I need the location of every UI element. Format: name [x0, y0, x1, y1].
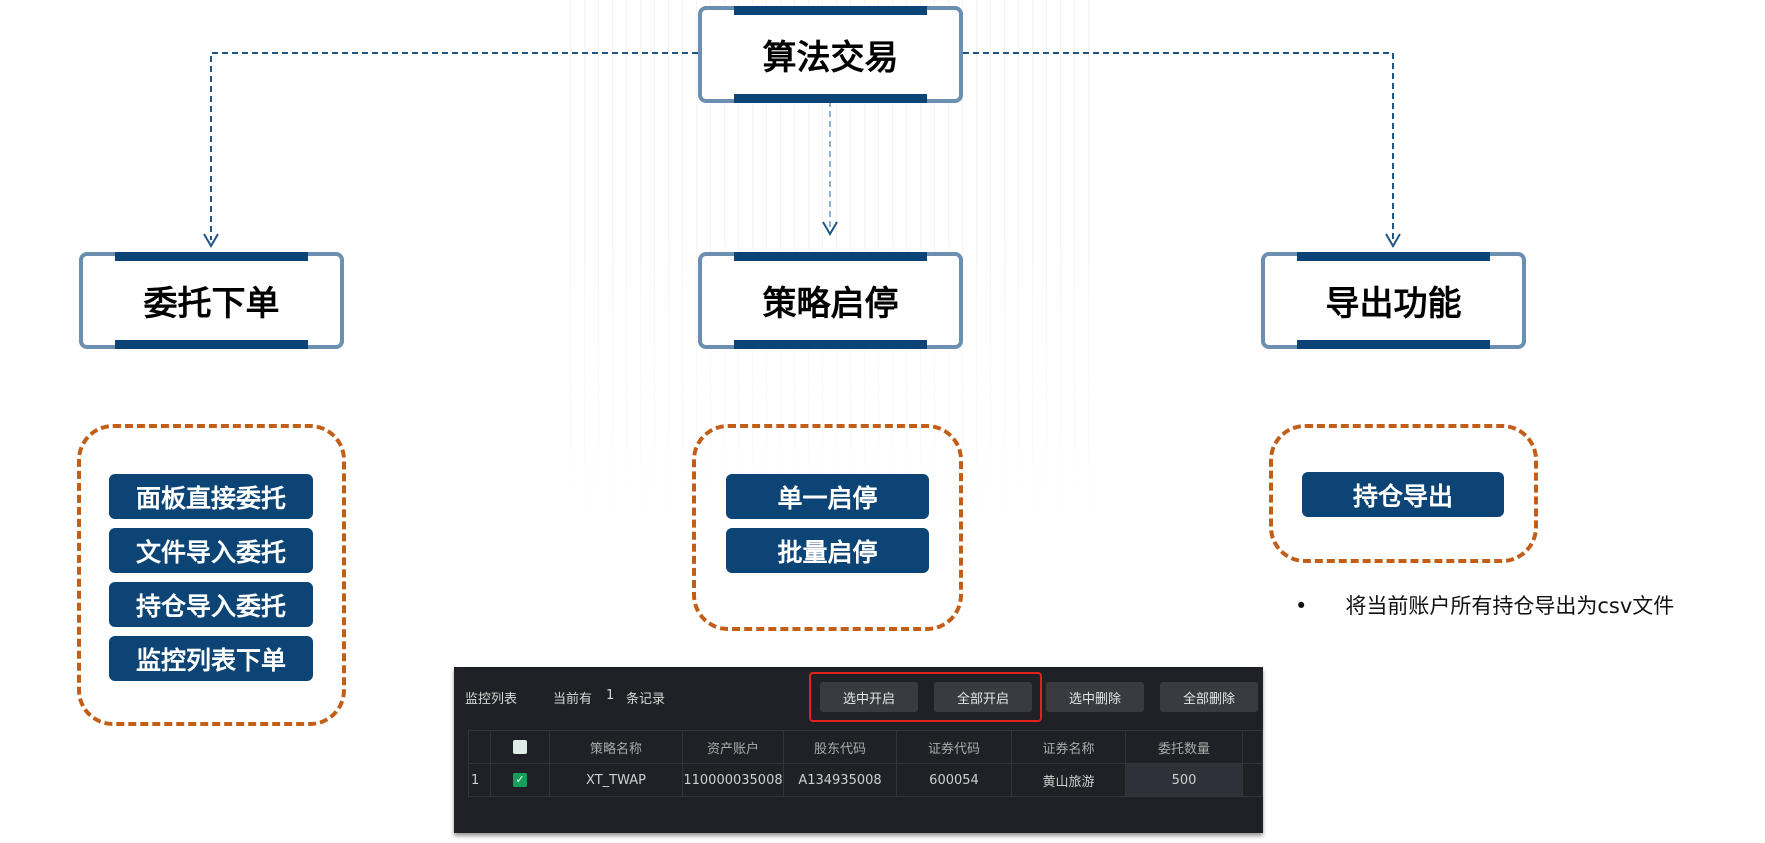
monitor-table: 策略名称 资产账户 股东代码 证券代码 证券名称 委托数量 1 ✓ XT_TWA…	[468, 730, 1263, 828]
pill-file-import-order: 文件导入委托	[109, 528, 313, 573]
arrow-left-icon	[203, 233, 219, 248]
order-group	[77, 424, 346, 726]
monitor-list-panel: 监控列表 当前有 1 条记录 选中开启 全部开启 选中删除 全部删除 策略名称 …	[454, 667, 1263, 833]
pill-batch-start-stop: 批量启停	[726, 528, 929, 573]
connector-left	[210, 52, 698, 240]
row-index: 1	[468, 763, 491, 797]
arrow-right-icon	[1385, 233, 1401, 248]
col-shareholder-code[interactable]: 股东代码	[783, 730, 897, 764]
cell-security-code: 600054	[896, 763, 1012, 797]
select-all-checkbox[interactable]	[490, 730, 550, 764]
empty-row	[469, 797, 1263, 828]
col-security-name[interactable]: 证券名称	[1011, 730, 1126, 764]
col-order-qty[interactable]: 委托数量	[1125, 730, 1243, 764]
cell-shareholder-code: A134935008	[783, 763, 897, 797]
export-note-text: 将当前账户所有持仓导出为csv文件	[1345, 594, 1675, 618]
branch-node-export: 导出功能	[1261, 252, 1526, 349]
col-security-code[interactable]: 证券代码	[896, 730, 1012, 764]
table-header: 策略名称 资产账户 股东代码 证券代码 证券名称 委托数量	[468, 730, 1263, 764]
connector-right	[963, 52, 1394, 240]
pill-position-export: 持仓导出	[1302, 472, 1504, 517]
start-all-button[interactable]: 全部开启	[934, 682, 1032, 712]
branch-node-strategy: 策略启停	[698, 252, 963, 349]
cell-strategy-name: XT_TWAP	[549, 763, 683, 797]
monitor-title: 监控列表	[465, 692, 518, 707]
check-icon: ✓	[513, 773, 527, 787]
table-row[interactable]: 1 ✓ XT_TWAP 110000035008 A134935008 6000…	[468, 763, 1263, 797]
highlight-box	[809, 672, 1042, 722]
root-node: 算法交易	[698, 6, 963, 103]
row-checkbox[interactable]: ✓	[490, 763, 550, 797]
record-prefix: 当前有	[553, 692, 593, 707]
record-count: 1	[606, 688, 615, 703]
delete-selected-button[interactable]: 选中删除	[1046, 682, 1144, 712]
order-qty-input[interactable]: 500	[1125, 763, 1243, 797]
pill-position-import-order: 持仓导入委托	[109, 582, 313, 627]
cell-asset-account: 110000035008	[682, 763, 784, 797]
col-strategy-name[interactable]: 策略名称	[549, 730, 683, 764]
record-suffix: 条记录	[626, 692, 666, 707]
cell-security-name: 黄山旅游	[1011, 763, 1126, 797]
start-selected-button[interactable]: 选中开启	[820, 682, 918, 712]
arrow-middle-icon	[822, 221, 838, 236]
export-group	[1269, 424, 1538, 563]
delete-all-button[interactable]: 全部删除	[1160, 682, 1258, 712]
pill-single-start-stop: 单一启停	[726, 474, 929, 519]
bullet-icon: •	[1295, 594, 1308, 618]
branch-node-order: 委托下单	[79, 252, 344, 349]
strategy-group	[692, 424, 963, 631]
col-asset-account[interactable]: 资产账户	[682, 730, 784, 764]
pill-panel-order: 面板直接委托	[109, 474, 313, 519]
pill-monitor-list-order: 监控列表下单	[109, 636, 313, 681]
export-note: • 将当前账户所有持仓导出为csv文件	[1295, 590, 1674, 620]
